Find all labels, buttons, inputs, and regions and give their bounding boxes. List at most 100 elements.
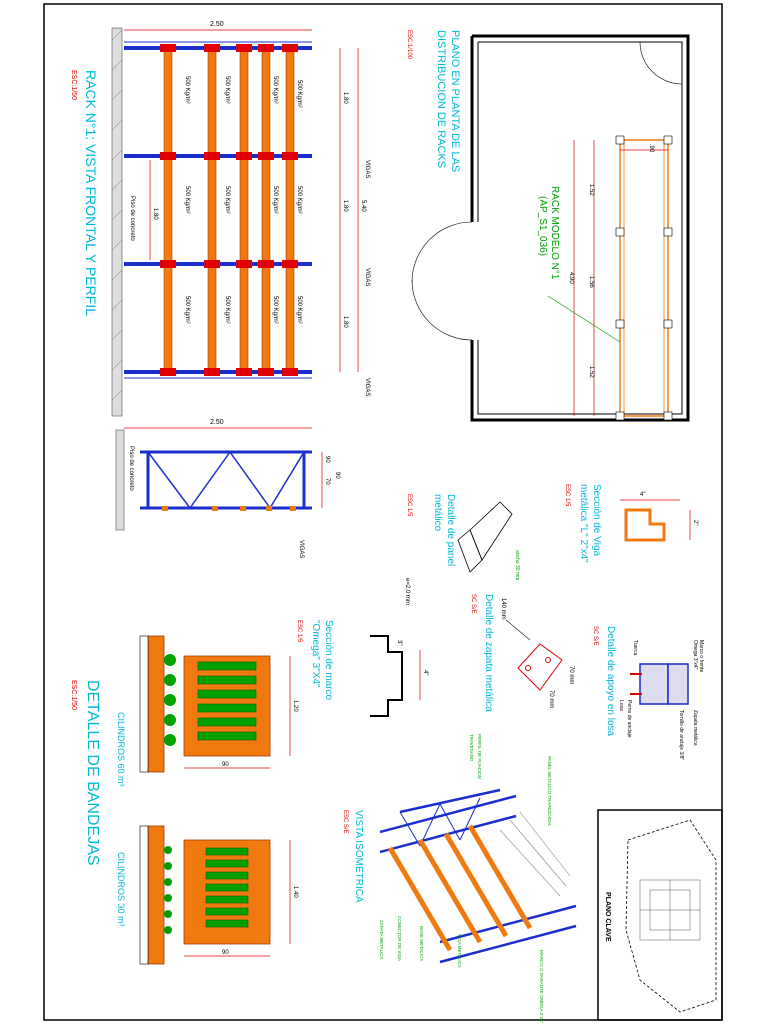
iso-title: VISTA ISOMETRICA — [353, 810, 364, 903]
front-height-2: 1.80 — [342, 200, 348, 212]
apoyo-note-5: Zapata metálica — [692, 710, 698, 746]
apoyo-note-3: Tuerca — [632, 640, 638, 656]
front-total: 5.40 — [360, 200, 366, 212]
rack-side-view: 2.50 90 70 90 Piso de concreto VIGAS — [115, 419, 340, 558]
front-load-2: 500 Kg/m² — [224, 76, 230, 104]
front-load-7: 500 Kg/m² — [272, 186, 278, 214]
iso-note-5: MARCO O PARANTE OMEGA 3"x4" — [539, 950, 544, 1024]
front-load-1: 500 Kg/m² — [184, 76, 190, 104]
front-load-8: 500 Kg/m² — [296, 186, 302, 214]
plan-seg3: 1.52 — [588, 366, 594, 378]
bandejas-title: DETALLE DE BANDEJAS — [84, 680, 101, 866]
marco-dim-3: 4" — [422, 670, 428, 675]
front-load-12: 500 Kg/m² — [296, 296, 302, 324]
bandeja2-width: 90 — [222, 950, 229, 956]
iso-note-3: TRAVESAÑO — [469, 734, 475, 762]
front-beam-label-2: VIGAS — [364, 268, 370, 286]
front-beam-label-3: VIGAS — [364, 378, 370, 396]
front-title: RACK N°1: VISTA FRONTAL Y PERFIL — [83, 70, 99, 316]
front-height-1: 1.80 — [342, 92, 348, 104]
iso-note-4: VIGA METALICA — [457, 934, 462, 968]
panel-detail: Detalle de panel metálico ESC 1/5 ancho … — [406, 494, 520, 580]
marco-section: Sección de marco "Omega" 3"X4" ESC 1/5 e… — [296, 578, 428, 717]
apoyo-note-6: Tornillo de anclaje 3/8" — [678, 710, 684, 760]
apoyo-detail: Detalle de apoyo en losa SC S/E Marco o … — [592, 626, 704, 760]
bandeja1-length: 1.20 — [292, 700, 298, 712]
plan-rack-label-1: RACK MODELO N°1 — [549, 186, 560, 280]
viga-scale: ESC 1/5 — [564, 484, 570, 507]
zapata-dim-2: 70 mm — [548, 690, 554, 708]
bandeja2-label: CILINDROS 30 m³ — [116, 852, 126, 927]
bandeja1-label: CILINDROS 60 m³ — [116, 712, 126, 787]
iso-note-1: PANEL METALICO TRAPEZOIDAL — [547, 756, 552, 827]
viga-dim-2: 2" — [692, 520, 698, 525]
plan-depth: .90 — [648, 144, 654, 153]
bandejas-detail: 90 1.20 90 1.40 CILINDROS 60 m³ CILINDRO… — [70, 635, 298, 965]
zapata-title: Detalle de zapata metálica — [483, 594, 494, 712]
front-floor-label: Piso de concreto — [129, 196, 135, 241]
key-plan: PLANO CLAVE — [597, 809, 723, 1021]
side-d2: 70 — [324, 478, 330, 485]
zapata-dim-3: 70 mm — [568, 666, 574, 684]
front-load-3: 500 Kg/m² — [272, 76, 278, 104]
rack-front-view: 2.50 500 Kg/m² 500 Kg/m² 500 Kg/m² 500 K… — [70, 21, 370, 417]
viga-dim-1: 4" — [640, 492, 645, 498]
side-d3: 90 — [334, 472, 340, 479]
iso-note-2: PERFIL DE FIJACION — [477, 734, 482, 779]
front-beam-label-1: VIGAS — [364, 160, 370, 178]
front-load-5: 500 Kg/m² — [184, 186, 190, 214]
iso-note-8: ZAPATA METALICA — [379, 920, 384, 960]
apoyo-note-1: Marco o frente — [698, 640, 704, 672]
zapata-dim-1: 140 mm — [500, 598, 506, 620]
side-width-dim: 2.50 — [210, 419, 224, 426]
bandeja2-length: 1.40 — [292, 886, 298, 898]
front-height-3: 1.80 — [342, 316, 348, 328]
front-load-6: 500 Kg/m² — [224, 186, 230, 214]
plan-rack-label-2: (AP_S1_036) — [537, 196, 548, 256]
iso-note-6: BASE METALICA — [419, 926, 424, 961]
panel-title-1: Detalle de panel — [445, 494, 456, 566]
zapata-detail: Detalle de zapata metálica SC S/E 140 mm… — [470, 594, 574, 712]
front-width-dim: 2.50 — [210, 21, 224, 28]
side-floor-label: Piso de concreto — [128, 446, 134, 491]
apoyo-note-2: Omega 3"x4" — [692, 640, 698, 670]
zapata-scale: SC S/E — [470, 594, 476, 614]
floor-hatch — [111, 27, 123, 417]
plan-title-1: PLANO EN PLANTA DE LAS — [449, 30, 461, 172]
side-beam-label: VIGAS — [298, 540, 304, 558]
front-load-9: 500 Kg/m² — [184, 296, 190, 324]
viga-title-2: metálica "L" 2"x4" — [578, 484, 589, 563]
marco-title-2: "Omega" 3"X4" — [310, 620, 321, 688]
apoyo-scale: SC S/E — [592, 626, 598, 646]
plan-scale: ESC:1/100 — [406, 30, 412, 60]
bandeja1-width: 90 — [222, 762, 229, 768]
key-plan-title: PLANO CLAVE — [604, 892, 611, 942]
marco-title-1: Sección de marco — [323, 620, 334, 700]
viga-section: 4" 2" Sección de Viga metálica "L" 2"x4"… — [564, 484, 698, 563]
viga-title-1: Sección de Viga — [591, 484, 602, 557]
front-load-10: 500 Kg/m² — [224, 296, 230, 324]
panel-scale: ESC 1/5 — [406, 494, 412, 517]
marco-dim-2: 3" — [396, 640, 402, 645]
front-load-11: 500 Kg/m² — [272, 296, 278, 324]
panel-title-2: metálico — [432, 494, 443, 532]
front-scale: ESC:1/50 — [70, 70, 77, 100]
front-mid-dim: 1.80 — [152, 208, 158, 220]
iso-note-7: CONECTOR DE VIGA — [397, 916, 402, 961]
marco-scale: ESC 1/5 — [296, 620, 302, 643]
plan-title-2: DISTRIBUCION DE RACKS — [435, 30, 447, 168]
front-load-4: 500 Kg/m² — [296, 80, 302, 108]
marco-dim-1: e=2.0 mm — [404, 578, 410, 605]
plan-seg1: 1.52 — [588, 184, 594, 196]
plan-view: PLANO EN PLANTA DE LAS DISTRIBUCION DE R… — [406, 30, 690, 422]
plan-total-dim: 4.90 — [568, 272, 574, 284]
side-d1: 90 — [324, 456, 330, 463]
plan-seg2: 1.56 — [588, 276, 594, 288]
iso-scale: ESC S/E — [342, 810, 348, 834]
apoyo-note-7: Losa — [618, 700, 624, 711]
apoyo-title: Detalle de apoyo en losa — [605, 626, 616, 737]
bandejas-scale: ESC:1/50 — [70, 680, 77, 710]
apoyo-note-4: Perno de anclaje — [626, 700, 632, 738]
iso-view: VISTA ISOMETRICA ESC S/E PANEL METALICO … — [342, 734, 577, 1024]
